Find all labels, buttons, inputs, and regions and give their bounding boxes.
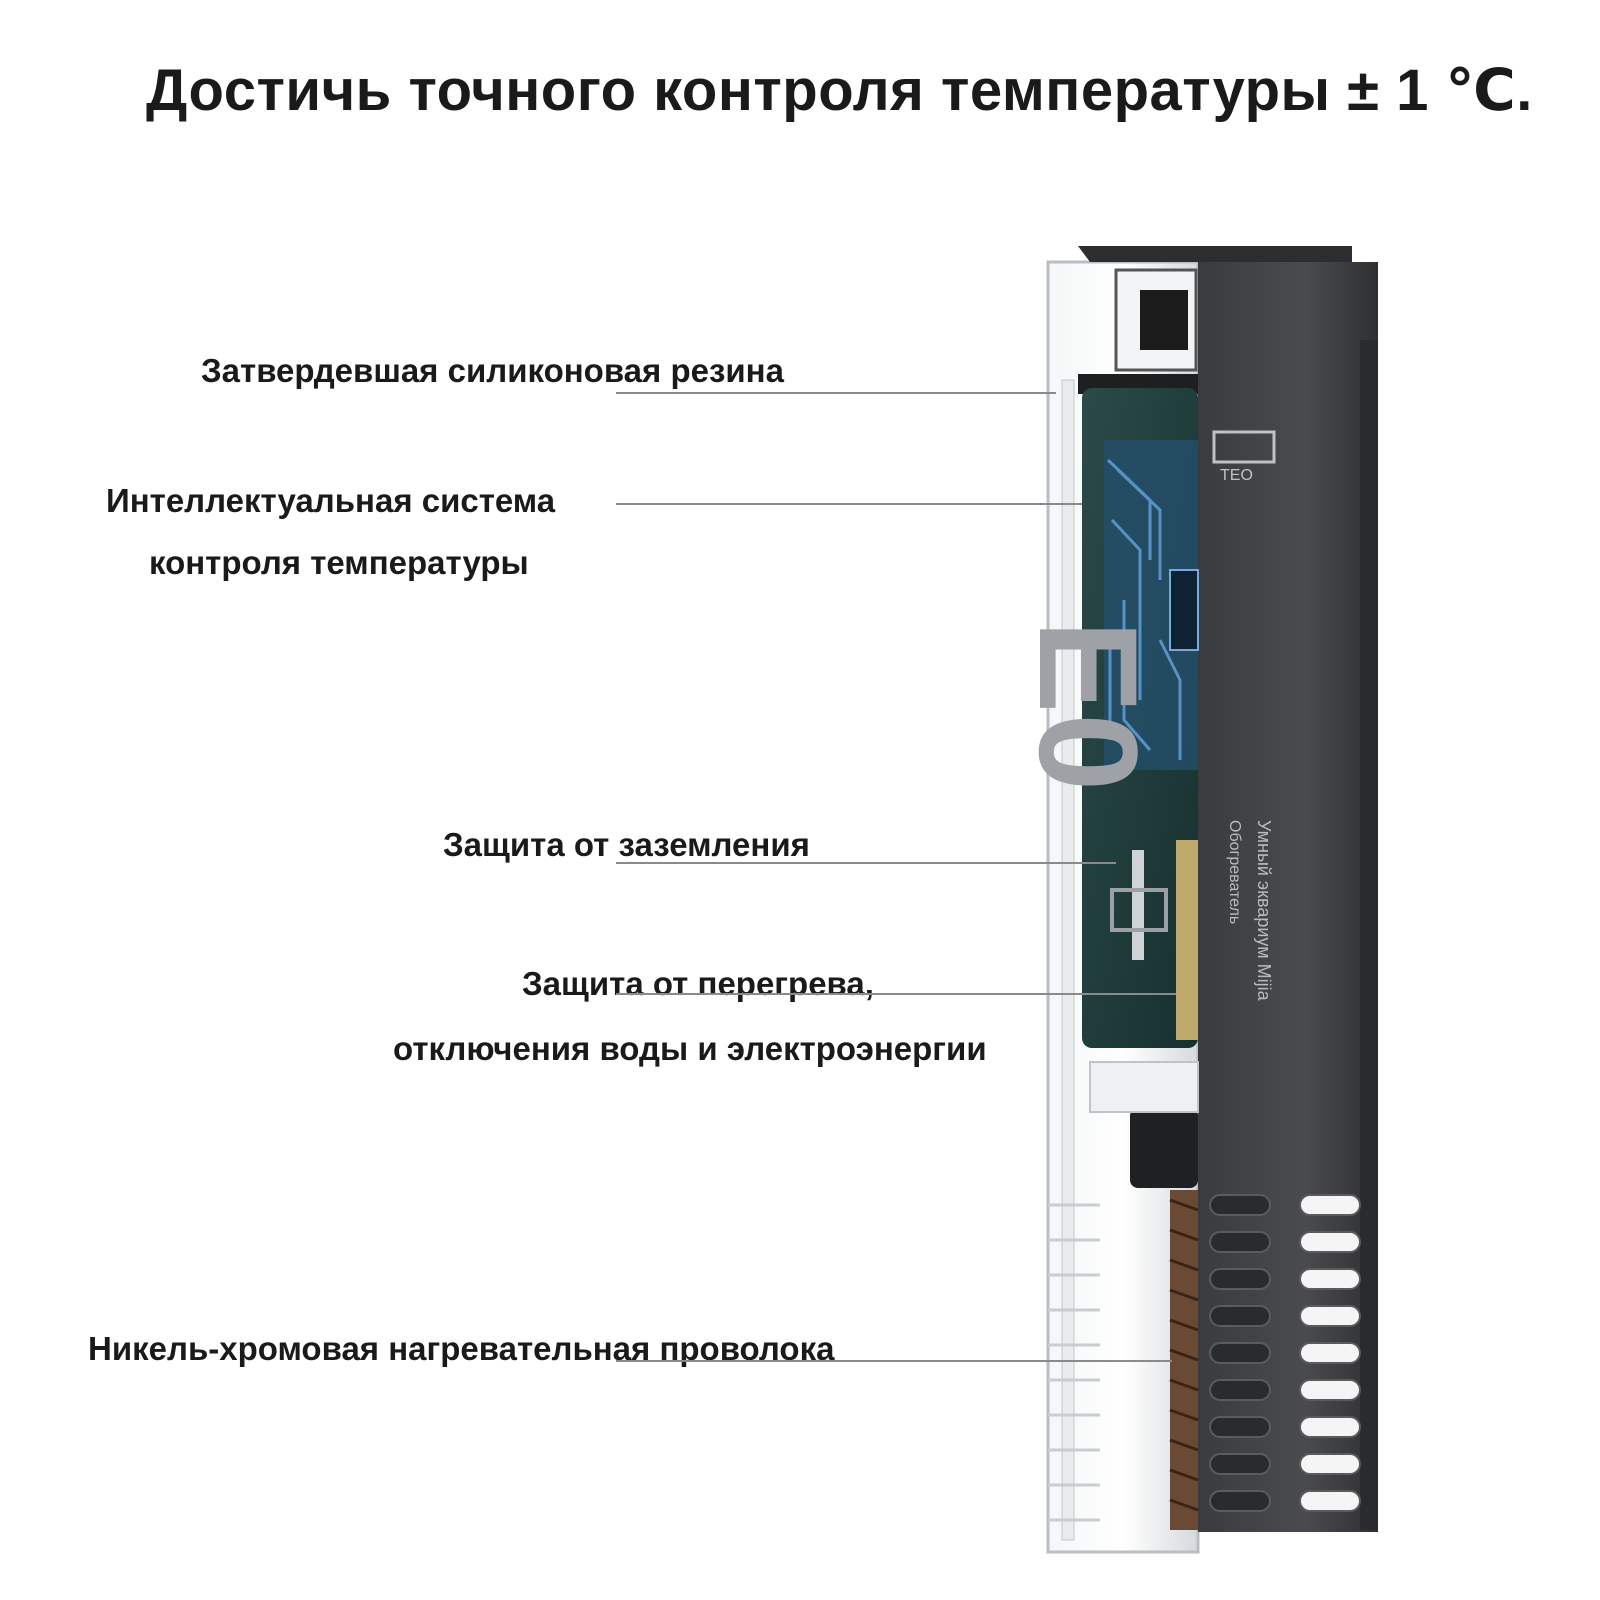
coil-turns bbox=[1169, 1198, 1199, 1512]
leader-overheat bbox=[616, 993, 1176, 995]
housing-edge bbox=[1360, 340, 1378, 1530]
label-overheat-line2: отключения воды и электроэнергии bbox=[393, 1030, 987, 1067]
cap-plug bbox=[1140, 290, 1188, 350]
chip-traces bbox=[1106, 458, 1182, 760]
connector-ring bbox=[1130, 1108, 1198, 1188]
side-text-1: Умный эквариум Mijia bbox=[1254, 820, 1274, 1002]
label-nichrome-wire: Никель-хромовая нагревательная проволока bbox=[88, 1330, 835, 1367]
glass-lower-step bbox=[1089, 1061, 1199, 1113]
grounding-clip bbox=[1110, 888, 1168, 932]
leader-smart-control bbox=[616, 503, 1082, 505]
label-silicone-rubber: Затвердевшая силиконовая резина bbox=[201, 352, 784, 389]
side-text-2: Обогреватель bbox=[1226, 820, 1243, 924]
label-grounding: Защита от заземления bbox=[443, 826, 810, 863]
model-mark: E0 bbox=[1010, 620, 1167, 791]
glass-inner-wall bbox=[1061, 379, 1075, 1541]
label-overheat-line1: Защита от перегрева, bbox=[522, 965, 874, 1002]
leader-silicone bbox=[616, 392, 1056, 394]
leader-nichrome bbox=[616, 1360, 1172, 1362]
grounding-pin bbox=[1132, 850, 1144, 960]
page-title: Достичь точного контроля температуры ± 1… bbox=[146, 58, 1533, 123]
housing-logo: TEO bbox=[1220, 467, 1253, 484]
overheat-sensor bbox=[1176, 840, 1198, 1040]
glass-ribs bbox=[1048, 1203, 1100, 1522]
leader-grounding bbox=[616, 862, 1116, 864]
processor-chip bbox=[1169, 569, 1199, 651]
housing bbox=[1198, 262, 1378, 1532]
label-smart-control-line2: контроля температуры bbox=[149, 544, 529, 581]
heating-coil bbox=[1170, 1190, 1198, 1530]
vent-slots bbox=[1209, 1194, 1361, 1512]
label-smart-control-line1: Интеллектуальная система bbox=[106, 482, 556, 519]
logo-mark bbox=[1212, 430, 1276, 464]
